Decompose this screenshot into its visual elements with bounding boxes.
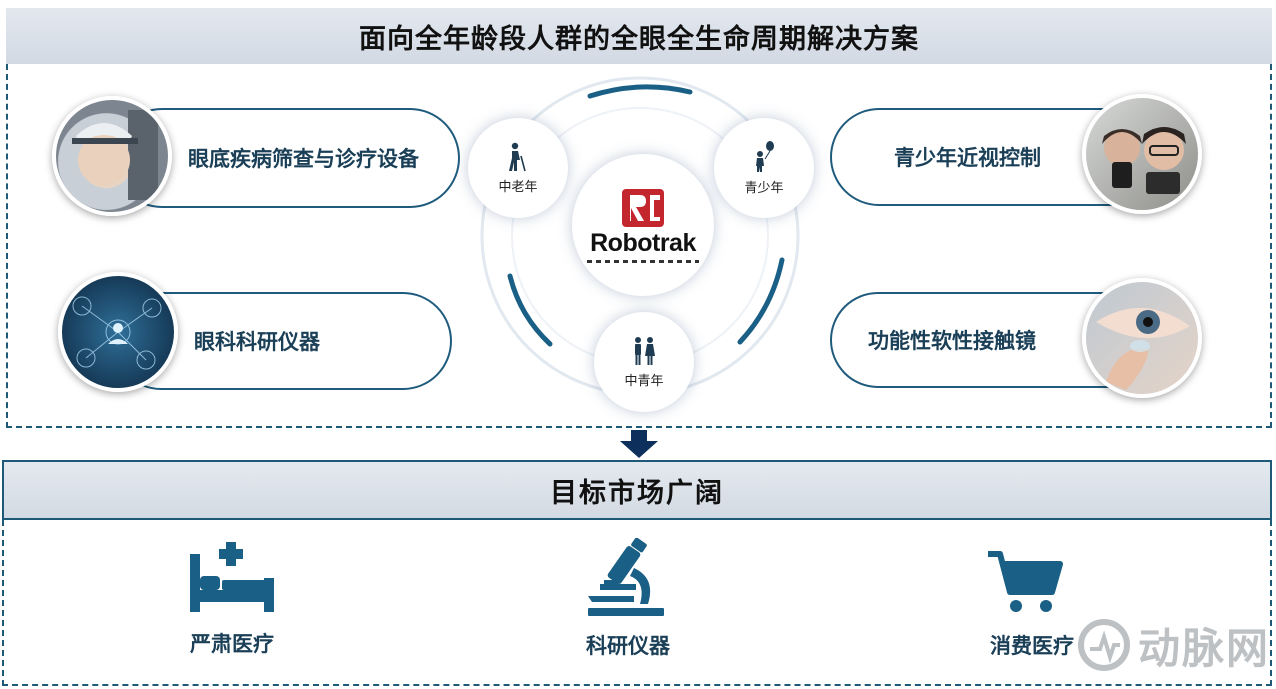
watermark-logo-icon — [1077, 619, 1130, 671]
market-title-bar: 目标市场广阔 — [2, 460, 1272, 520]
watermark-text: 动脉网 — [1137, 623, 1270, 673]
myopia-photo — [1082, 94, 1202, 214]
solution-title: 面向全年龄段人群的全眼全生命周期解决方案 — [359, 23, 919, 55]
node-middle: 中青年 — [594, 312, 694, 412]
elderly-person-icon — [509, 142, 526, 171]
solutions-panel — [6, 64, 1272, 428]
pill-myopia-label: 青少年近视控制 — [894, 146, 1041, 170]
node-youth: 青少年 — [714, 118, 814, 218]
robotrak-logo-icon — [622, 189, 664, 227]
solution-title-bar: 面向全年龄段人群的全眼全生命周期解决方案 — [6, 8, 1272, 64]
shopping-cart-icon — [988, 551, 1063, 612]
contact-lens-photo — [1082, 278, 1202, 398]
market-panel — [2, 520, 1272, 686]
pill-contact-lens-label: 功能性软性接触镜 — [868, 329, 1036, 353]
couple-icon — [635, 336, 655, 365]
fundus-photo — [52, 96, 172, 216]
market-label-consumer: 消费医疗 — [990, 634, 1074, 658]
market-title: 目标市场广阔 — [550, 477, 724, 509]
node-elderly: 中老年 — [468, 118, 568, 218]
market-label-medical: 严肃医疗 — [190, 632, 274, 656]
robotrak-logo-text: Robotrak — [590, 229, 696, 257]
microscope-icon — [588, 538, 664, 616]
label-middle: 中青年 — [624, 373, 664, 389]
market-label-research: 科研仪器 — [586, 634, 670, 658]
child-balloon-icon — [756, 140, 774, 172]
logo-circle: Robotrak — [572, 154, 714, 296]
logo-tagline-bar — [587, 260, 699, 263]
hospital-bed-icon — [190, 540, 274, 612]
research-photo — [58, 272, 178, 392]
label-elderly: 中老年 — [498, 179, 538, 195]
down-arrow-icon — [620, 430, 658, 458]
pill-research-label: 眼科科研仪器 — [194, 330, 320, 354]
watermark: 动脉网 — [1020, 608, 1270, 682]
label-youth: 青少年 — [744, 180, 784, 196]
pill-fundus-label: 眼底疾病筛查与诊疗设备 — [188, 147, 419, 171]
